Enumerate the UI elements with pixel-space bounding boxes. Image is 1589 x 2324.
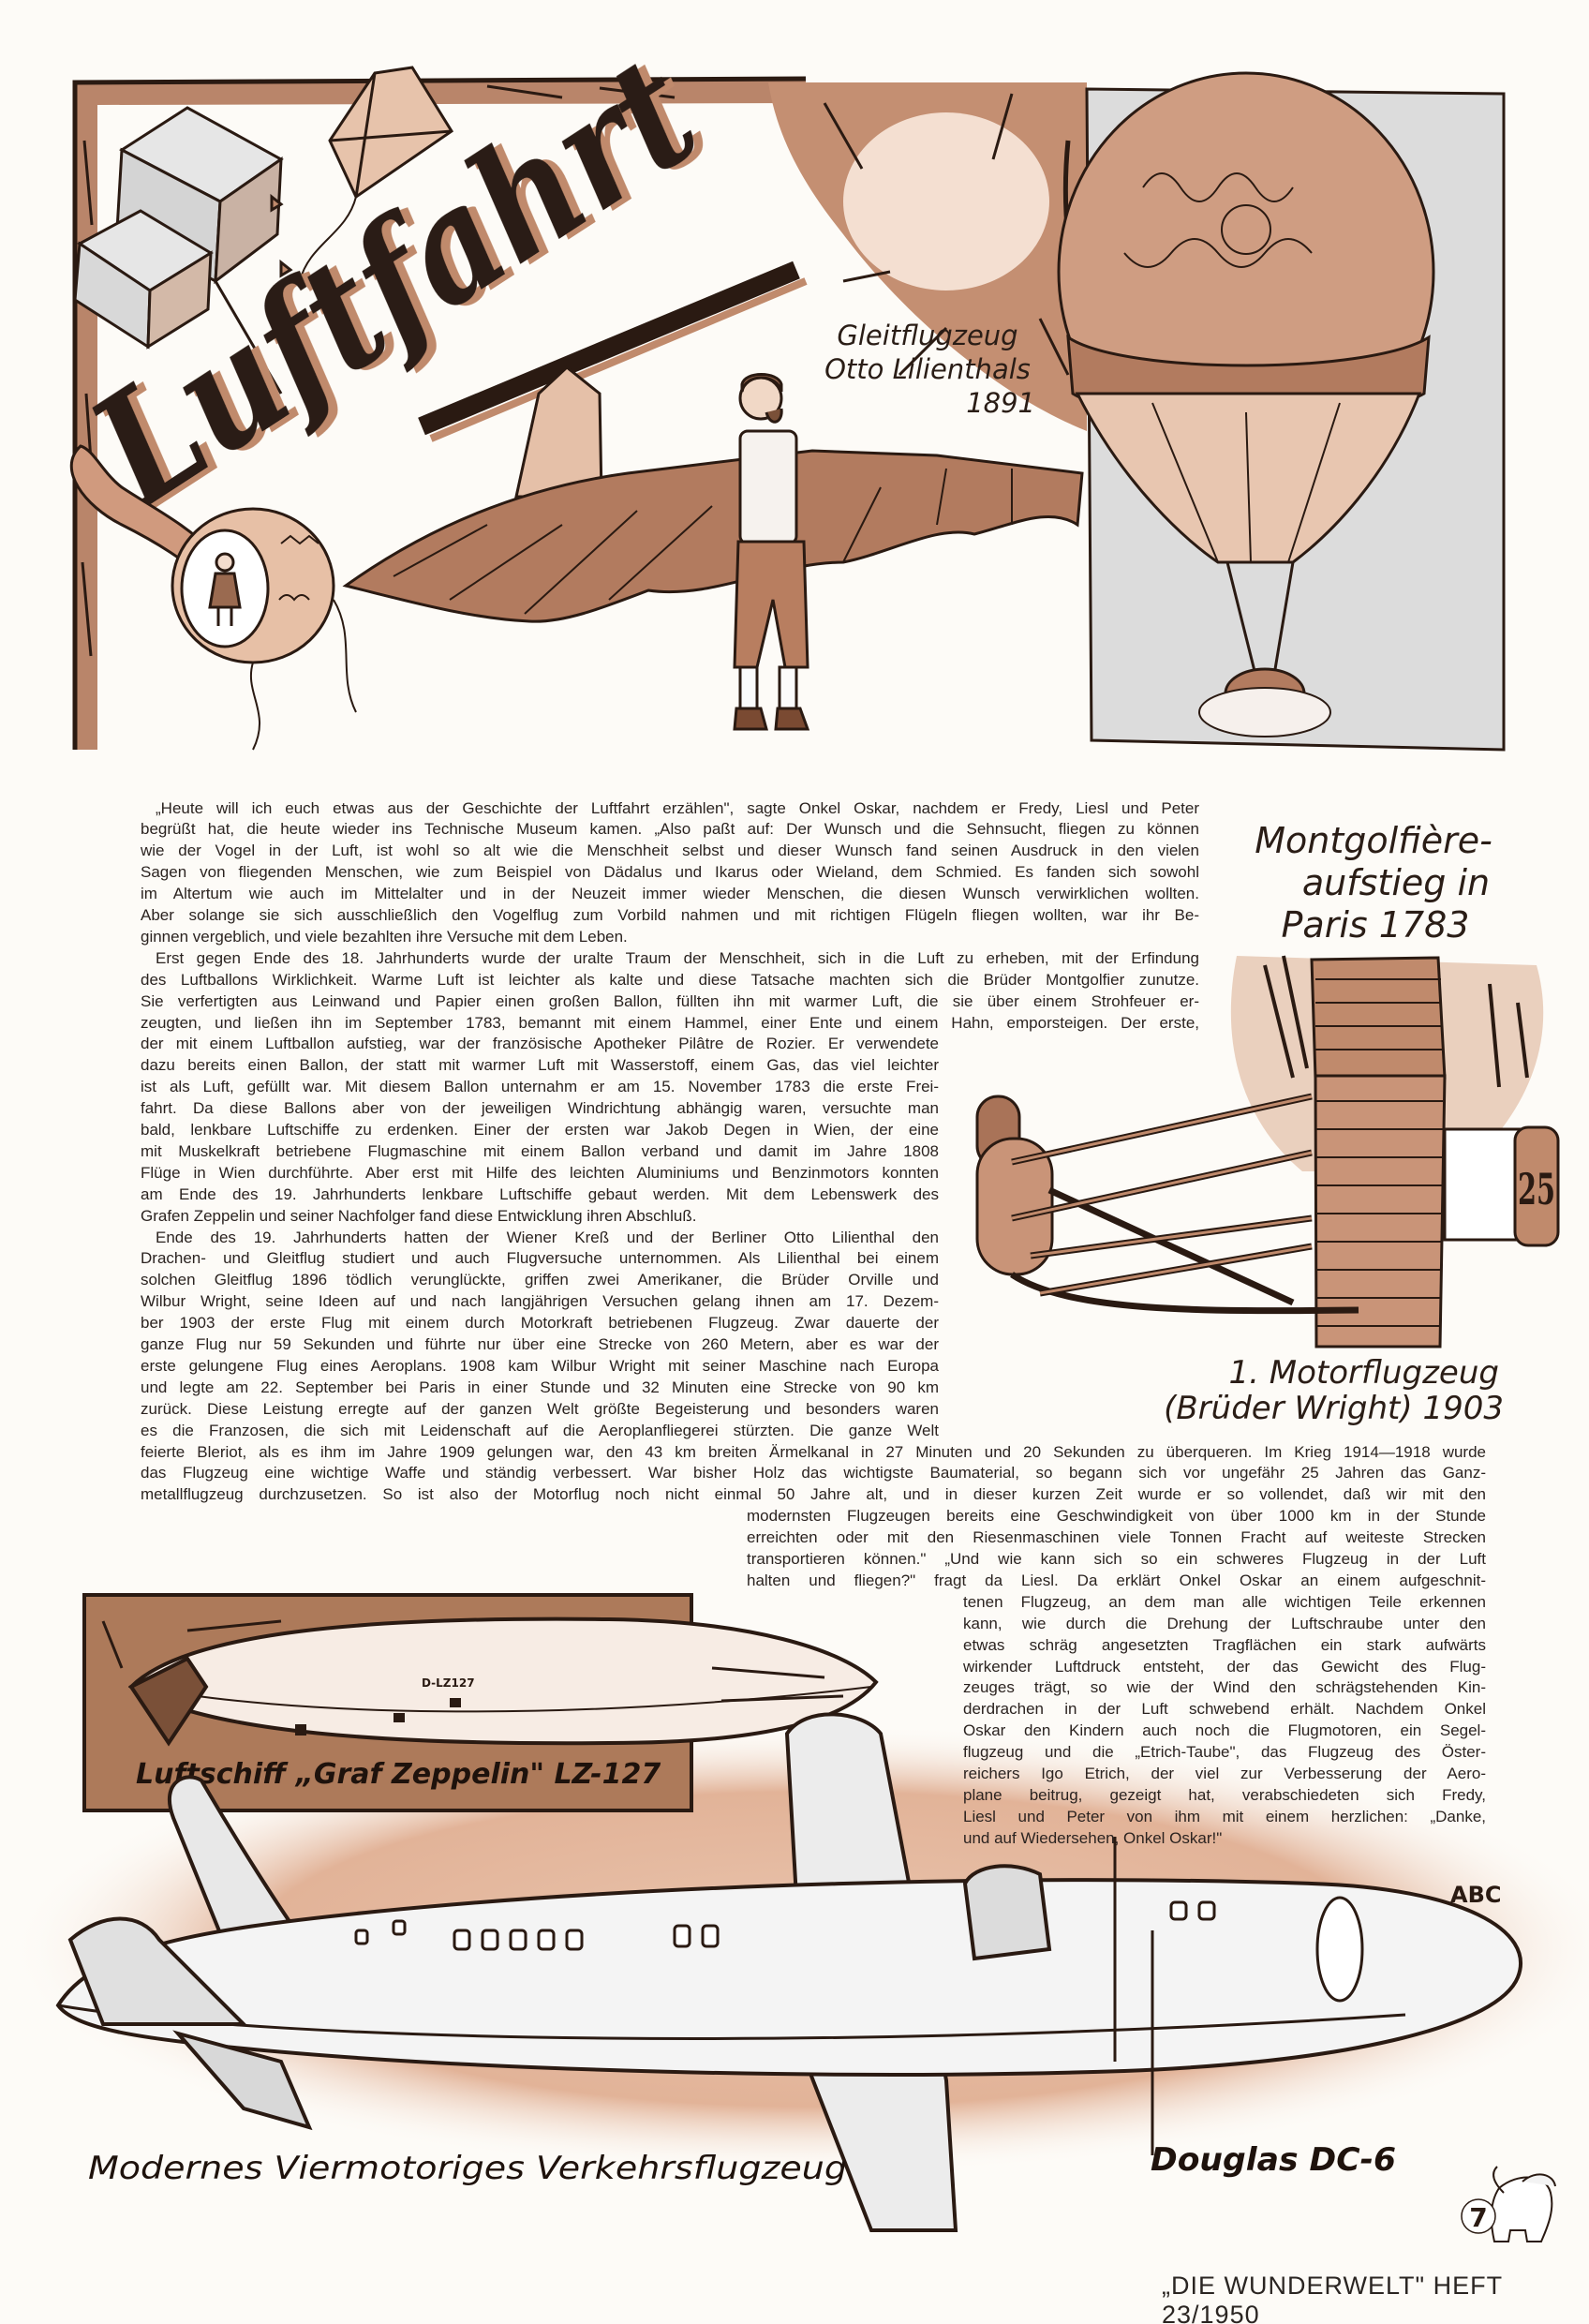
diamond-kite bbox=[270, 66, 454, 282]
article-text-line: kann, wie durch die Drehung der Luftschr… bbox=[963, 1614, 1486, 1632]
article-text-line: ist als Luft, gefüllt war. Mit diesem Ba… bbox=[141, 1078, 939, 1096]
doll-icon bbox=[208, 552, 242, 626]
article-text-line: bald, lenkbare Luftschiffe zu erdenken. … bbox=[141, 1121, 939, 1139]
lilienthal-glider bbox=[342, 261, 1084, 623]
article-text-line: erste gelungene Flug eines Aeroplans. 19… bbox=[141, 1356, 939, 1375]
zeppelin-caption: Luftschiff „Graf Zeppelin" LZ-127 bbox=[136, 1758, 661, 1791]
dc6-registration: ABC bbox=[1450, 1882, 1501, 1908]
article-text-line: am Ende des 19. Jahrhunderts lenkbare Lu… bbox=[141, 1184, 939, 1203]
article-text-line: zeugten, und ließen ihn im September 178… bbox=[141, 1013, 1199, 1032]
article-text-line: Sagen von fliegenden Menschen, wie zum B… bbox=[141, 863, 1199, 882]
page-number: 7 bbox=[1469, 2202, 1487, 2233]
caption-line: Gleitflugzeug bbox=[837, 320, 1017, 351]
article-text-line: und legte am 22. September bei Paris in … bbox=[141, 1378, 939, 1396]
article-text-line: metallflugzeug durchzusetzen. So ist als… bbox=[141, 1485, 1486, 1504]
article-text-line: Oskar den Kindern auch noch die Flugmoto… bbox=[963, 1721, 1486, 1740]
article-text-line: plane beitrug, gezeigt hat, verabschiede… bbox=[963, 1785, 1486, 1804]
article-text-line: Aber solange sie sich ausschließlich den… bbox=[141, 906, 1199, 924]
article-text-line: und auf Wiedersehen, Onkel Oskar!" bbox=[963, 1828, 1223, 1847]
article-text-line: feierte Bleriot, als es ihm im Jahre 190… bbox=[141, 1442, 1486, 1461]
otto-lilienthal-figure bbox=[733, 373, 810, 731]
caption-line: aufstieg in bbox=[1302, 862, 1490, 903]
douglas-caption: Douglas DC-6 bbox=[1151, 2141, 1396, 2179]
article-text-line: flugzeug und die „Etrich-Taube", das Flu… bbox=[963, 1743, 1486, 1762]
article-text-line: ganze Flug nur 59 Sekunden und führte nu… bbox=[141, 1335, 939, 1353]
article-text-line: Drachen- und Gleitflug studiert und auch… bbox=[141, 1249, 939, 1268]
zeppelin-panel: D-LZ127 Luftschiff „Graf Zeppelin" LZ-12… bbox=[82, 1593, 879, 1812]
article-text-line: mit Muskelkraft betriebene Flugmaschine … bbox=[141, 1141, 939, 1160]
sky-burst bbox=[768, 82, 1087, 431]
article-text-line: modernsten Flugzeugen bereits eine Gesch… bbox=[747, 1507, 1486, 1526]
article-text-line: der mit einem Luftballon aufstieg, war d… bbox=[141, 1035, 939, 1053]
article-text-line: ber 1903 der erste Flug mit einem durch … bbox=[141, 1314, 939, 1333]
box-kite bbox=[73, 106, 284, 395]
article-text-line: Liesl und Peter von ihm mit einem herzli… bbox=[963, 1807, 1486, 1825]
montgolfier-caption: Montgolfière- aufstieg in Paris 1783 bbox=[1255, 820, 1492, 946]
article-text-line: es die Franzosen, die sich mit Leidensch… bbox=[141, 1421, 939, 1439]
article-text-line: des Luftballons Wirklichkeit. Warme Luft… bbox=[141, 970, 1199, 989]
elephant-mascot-icon bbox=[1490, 2166, 1556, 2242]
douglas-dc6: ABC bbox=[55, 1712, 1522, 2232]
article-text-line: Sie verfertigten aus Leinwand und Papier… bbox=[141, 991, 1199, 1010]
caption-year: 1891 bbox=[966, 387, 1035, 419]
article-text-line: im Altertum wie auch im Mittelalter und … bbox=[141, 885, 1199, 903]
wright-caption: 1. Motorflugzeug (Brüder Wright) 1903 bbox=[1164, 1354, 1504, 1427]
article-text-line: halten und fliegen?" fragt da Liesl. Da … bbox=[747, 1571, 1486, 1589]
article-text-line: erreichten oder mit den Riesenmaschinen … bbox=[747, 1528, 1486, 1547]
article-text-line: zurück. Diese Leistung erregte auf der g… bbox=[141, 1399, 939, 1418]
article-text-line: wie der Vogel in der Luft, ist wohl so a… bbox=[141, 842, 1199, 860]
article-text-line: tenen Flugzeug, an dem man alle wichtige… bbox=[963, 1592, 1486, 1611]
caption-line: Paris 1783 bbox=[1282, 904, 1470, 946]
caption-line: Montgolfière- bbox=[1255, 820, 1492, 861]
caption-line: (Brüder Wright) 1903 bbox=[1164, 1390, 1504, 1427]
article-text-line: begrüßt hat, die heute wieder ins Techni… bbox=[141, 820, 1199, 839]
wright-flyer: 25 bbox=[975, 955, 1560, 1348]
article-text-line: fahrt. Da diese Ballons aber von der jew… bbox=[141, 1099, 939, 1118]
article-text-line: transportieren können." „Und wie kann si… bbox=[747, 1550, 1486, 1568]
article-text-line: Wilbur Wright, seine Ideen auf und nach … bbox=[141, 1292, 939, 1311]
caption-line: Otto Lilienthals bbox=[824, 353, 1031, 385]
wright-number-marking: 25 bbox=[1518, 1164, 1555, 1214]
caption-line: 1. Motorflugzeug bbox=[1229, 1354, 1500, 1392]
article-text-line: wirkender Luftdruck entsteht, der das Ge… bbox=[963, 1657, 1486, 1676]
article-text-line: ginnen vergeblich, und viele bezahlten i… bbox=[141, 927, 628, 946]
article-text-line: reichers Igo Etrich, der viel zur Verbes… bbox=[963, 1765, 1486, 1782]
article-text-line: zeuges trägt, so wie der Wind den schräg… bbox=[963, 1678, 1486, 1697]
article-text-line: Flüge in Wien durchführte. Aber erst mit… bbox=[141, 1163, 939, 1182]
article-text-line: dazu bereits einen Ballon, der statt mit… bbox=[141, 1056, 939, 1075]
article-text-line: solchen Gleitflug 1896 tödlich verunglüc… bbox=[141, 1271, 939, 1289]
lilienthal-caption: Gleitflugzeug Otto Lilienthals 1891 bbox=[824, 320, 1035, 419]
article-text-line: derdrachen in der Luft schwebend erhält.… bbox=[963, 1700, 1486, 1719]
article-text-line: etwas schräg angesetzten Tragflächen ein… bbox=[963, 1635, 1486, 1654]
article-text-line: Erst gegen Ende des 18. Jahrhunderts wur… bbox=[156, 948, 1199, 967]
modern-airliner-caption: Modernes Viermotoriges Verkehrsflugzeug bbox=[88, 2150, 847, 2187]
article-text-line: das Flugzeug eine wichtige Waffe und stä… bbox=[141, 1464, 1486, 1482]
article-text-line: Ende des 19. Jahrhunderts hatten der Wie… bbox=[156, 1228, 939, 1246]
header-frame bbox=[72, 76, 807, 750]
article-text-line: „Heute will ich euch etwas aus der Gesch… bbox=[156, 798, 1199, 817]
magazine-footer: „DIE WUNDERWELT" HEFT 23/1950 bbox=[1162, 2272, 1503, 2324]
toy-balloons bbox=[69, 444, 357, 751]
page-number-badge bbox=[1461, 2198, 1496, 2234]
article-text-line: Grafen Zeppelin und seiner Nachfolger fa… bbox=[141, 1206, 697, 1225]
zeppelin-registration: D-LZ127 bbox=[422, 1676, 475, 1690]
montgolfier-balloon bbox=[1057, 71, 1506, 752]
